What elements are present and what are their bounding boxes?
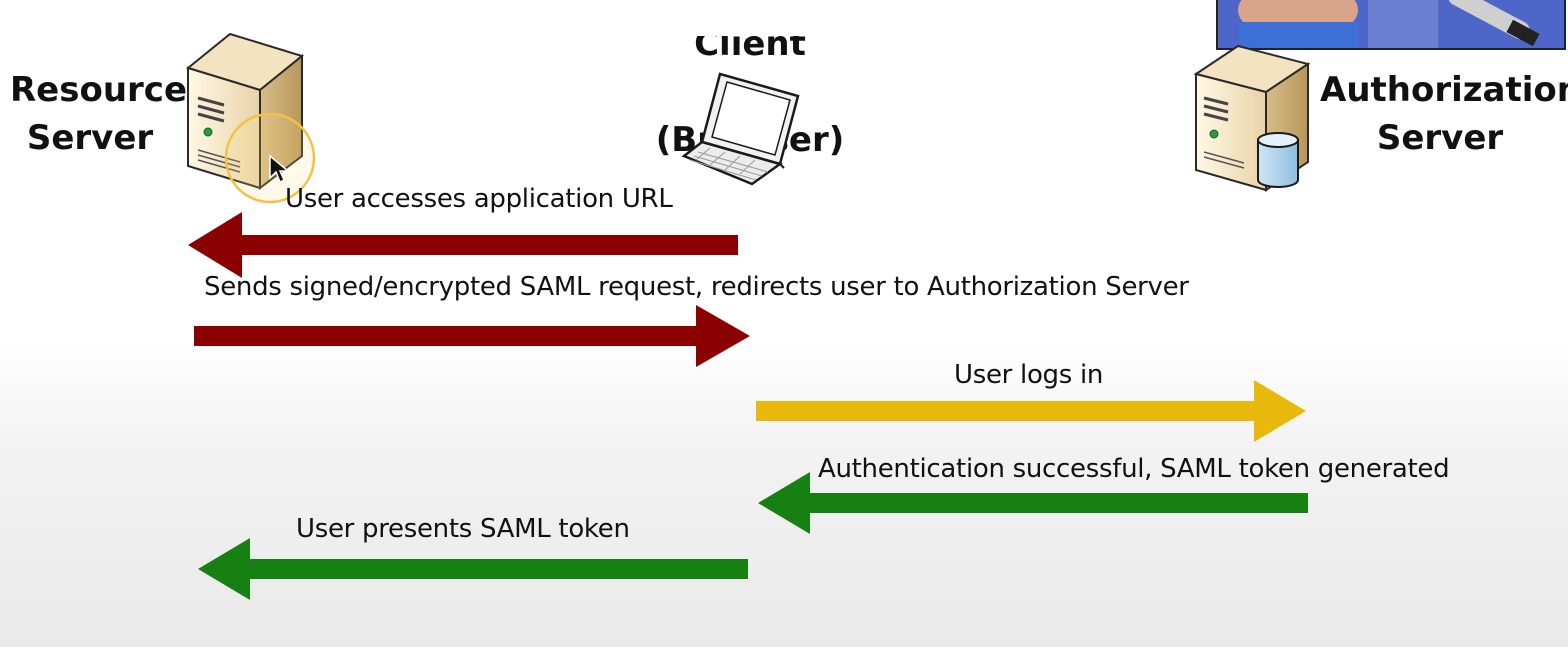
- resource-server-label: Resource Server: [10, 70, 188, 158]
- laptop-icon: [681, 72, 800, 186]
- server-database-icon: [1193, 44, 1311, 192]
- message-3-arrow: [756, 380, 1306, 442]
- message-3-label: User logs in: [954, 360, 1104, 390]
- authorization-server-label: Authorization Server: [1320, 70, 1568, 158]
- message-1-arrow: [188, 212, 738, 278]
- mouse-cursor-icon: [269, 154, 290, 184]
- server-icon: [185, 32, 305, 191]
- client-title-line1: Client: [694, 24, 806, 64]
- message-4-label: Authentication successful, SAML token ge…: [818, 454, 1450, 484]
- message-5-label: User presents SAML token: [296, 514, 630, 544]
- message-1-label: User accesses application URL: [285, 184, 673, 214]
- webcam-presenter-image: [1218, 0, 1564, 48]
- webcam-overlay: [1216, 0, 1566, 50]
- message-4-arrow: [758, 472, 1308, 534]
- message-2-label: Sends signed/encrypted SAML request, red…: [204, 272, 1189, 302]
- message-2-arrow: [194, 305, 750, 367]
- message-5-arrow: [198, 538, 748, 600]
